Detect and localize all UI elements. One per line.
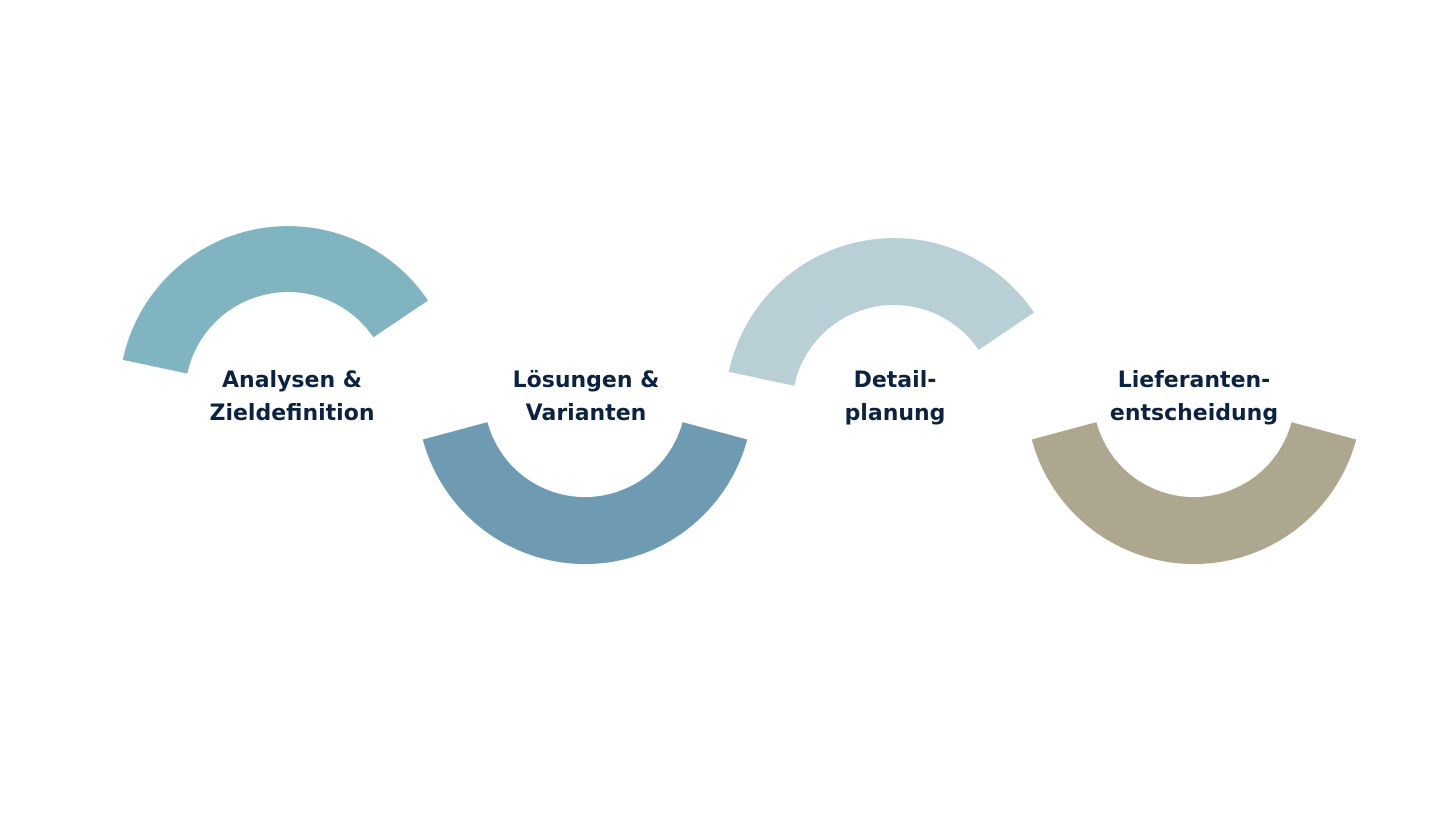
step-3-label-line-2: planung (844, 401, 946, 426)
step-4-label: Lieferanten- entscheidung (1074, 364, 1314, 430)
step-2-label-line-2: Varianten (525, 401, 647, 426)
step-4-label-line-1: Lieferanten- (1117, 368, 1271, 393)
step-3-label-line-1: Detail- (853, 368, 937, 393)
step-2-arc (422, 422, 748, 565)
step-3-arc (728, 238, 1035, 386)
step-3-label: Detail- planung (775, 364, 1015, 430)
step-1-label-line-1: Analysen & (222, 368, 362, 393)
step-1-label-line-2: Zieldefinition (209, 401, 375, 426)
step-1-arc (122, 226, 429, 374)
step-4-label-line-2: entscheidung (1109, 401, 1279, 426)
step-1-label: Analysen & Zieldefinition (172, 364, 412, 430)
step-2-label-line-1: Lösungen & (512, 368, 660, 393)
step-2-label: Lösungen & Varianten (466, 364, 706, 430)
step-4-arc (1031, 422, 1357, 565)
